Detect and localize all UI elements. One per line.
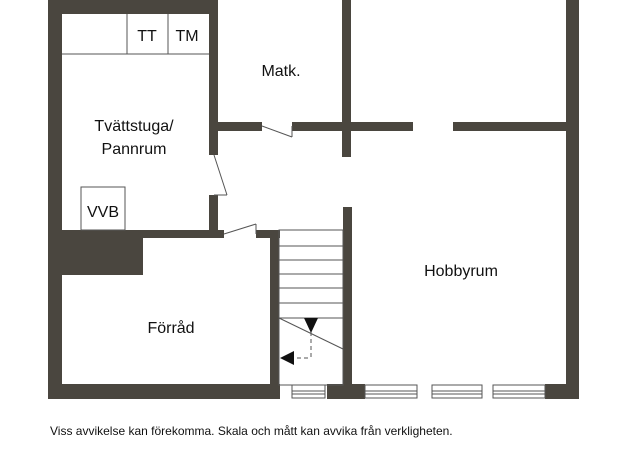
room-label-pantry: Matk. <box>261 63 300 80</box>
wall-hobby-top-a <box>351 122 413 131</box>
wall-pantry-bottom-a <box>209 122 262 131</box>
wall-hobby-left <box>343 207 352 385</box>
fixture-label-tumble-dryer: TT <box>137 28 157 45</box>
labels: TT TM Matk. Tvättstuga/ Pannrum VVB Hobb… <box>87 28 498 337</box>
wall-top-left-room <box>62 0 217 14</box>
window-hobby-3 <box>492 384 546 399</box>
outer-wall-bottom-mid <box>327 384 365 399</box>
wall-pantry-left <box>209 0 218 155</box>
outer-wall-bottom-left <box>48 384 280 399</box>
wall-pantry-right <box>342 0 351 157</box>
arrow-left-icon <box>280 351 294 365</box>
room-label-hobby: Hobbyrum <box>424 263 498 280</box>
wall-pantry-bottom-b <box>292 122 351 131</box>
wall-laundry-bottom-b <box>256 230 280 238</box>
room-label-laundry-line2: Pannrum <box>102 141 167 158</box>
room-label-storage: Förråd <box>147 319 194 337</box>
window-stair <box>291 384 326 399</box>
wall-block <box>62 230 143 275</box>
fixture-lines <box>62 14 209 231</box>
arrow-down-icon <box>304 318 318 333</box>
outer-walls <box>48 0 579 399</box>
interior-walls <box>62 0 566 385</box>
outer-wall-left <box>48 0 62 399</box>
doors <box>213 125 293 235</box>
door-laundry <box>213 154 228 196</box>
wall-storage-right <box>270 230 279 385</box>
outer-wall-corner <box>545 384 579 399</box>
wall-laundry-right-lower <box>209 195 218 237</box>
door-pantry <box>261 125 293 138</box>
water-heater-box <box>80 186 126 231</box>
window-hobby-2 <box>431 384 483 399</box>
disclaimer-text: Viss avvikelse kan förekomma. Skala och … <box>50 424 453 438</box>
windows <box>291 384 546 399</box>
room-label-laundry-line1: Tvättstuga/ <box>94 118 174 135</box>
fixture-label-washing-machine: TM <box>175 28 198 45</box>
outer-wall-right <box>566 0 579 399</box>
window-hobby-1 <box>364 384 418 399</box>
door-storage <box>223 223 257 235</box>
fixture-label-water-heater: VVB <box>87 204 119 221</box>
wall-hobby-top-b <box>453 122 566 131</box>
